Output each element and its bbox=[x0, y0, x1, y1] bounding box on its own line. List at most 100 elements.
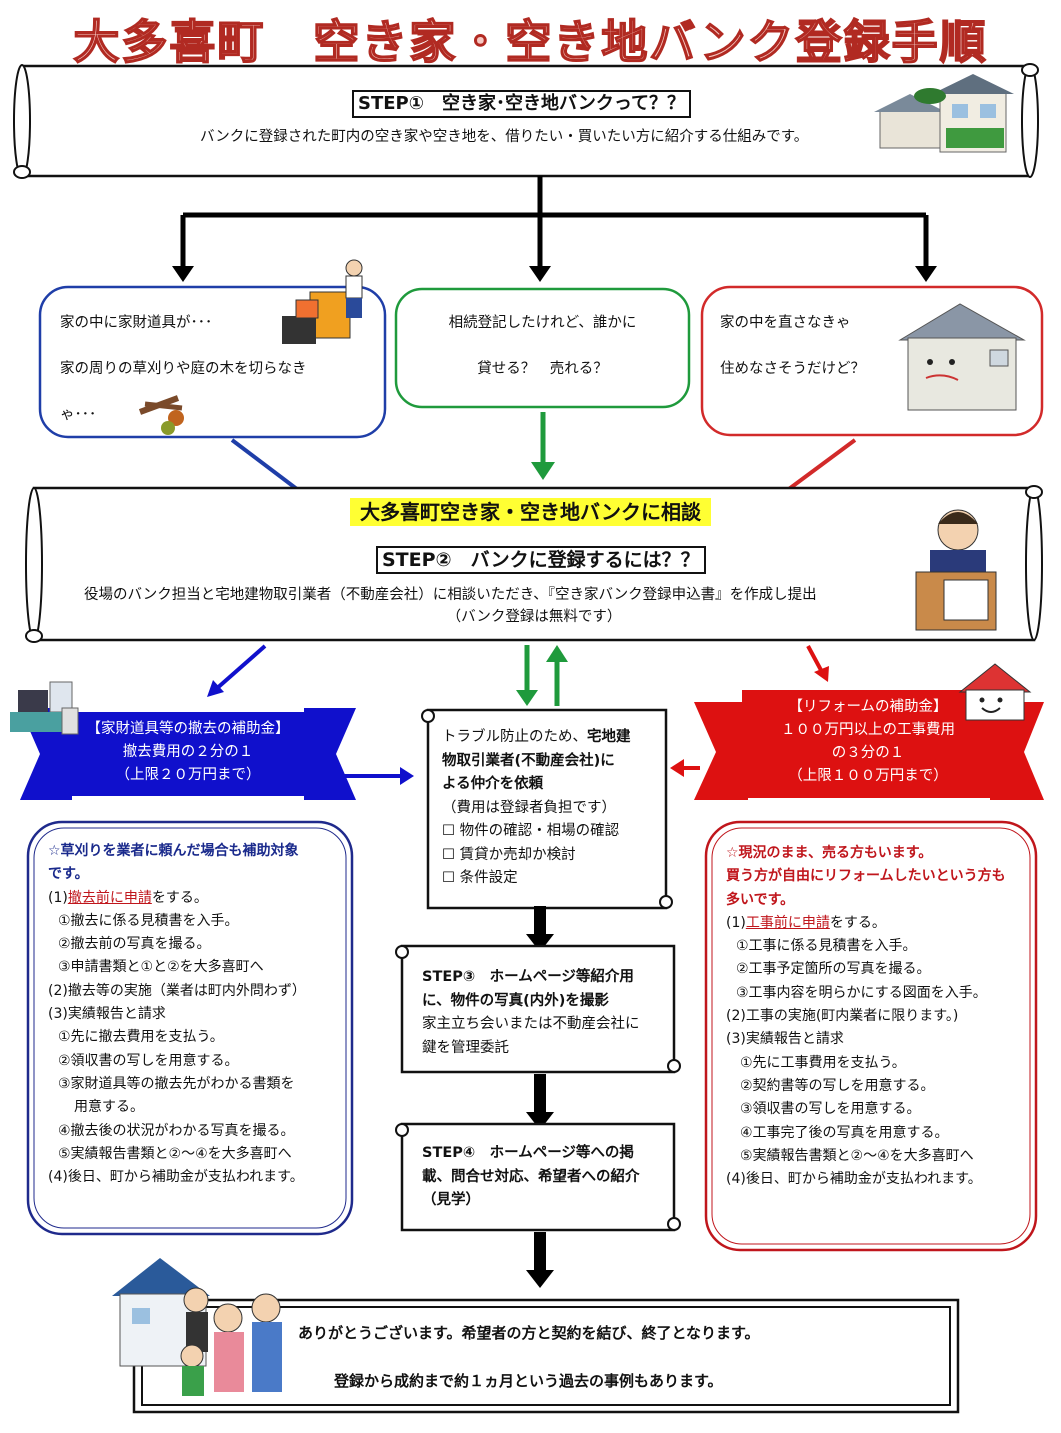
concern-2-line-2: 貸せる？ 売れる？ bbox=[477, 361, 608, 377]
left-item-4: (2)撤去等の実施（業者は町内外問わず） bbox=[48, 982, 306, 999]
step3-line-4: 鍵を管理委託 bbox=[422, 1039, 509, 1056]
right-item-6: ①先に工事費用を支払う。 bbox=[740, 1054, 906, 1071]
right-item-4: (2)工事の実施(町内業者に限ります。) bbox=[726, 1008, 959, 1025]
left-subsidy-title: 【家財道具等の撤去の補助金】 bbox=[86, 721, 290, 737]
right-detail-text: ☆現況のまま、売る方もいます。 買う方が自由にリフォームしたいという方も 多いで… bbox=[726, 842, 1006, 1191]
step4-line-1: STEP④ ホームページ等への掲 bbox=[422, 1145, 634, 1161]
checkbox-icon: ☐ bbox=[442, 823, 455, 839]
right-item-7: ②契約書等の写しを用意する。 bbox=[740, 1077, 935, 1094]
step1-text: バンクに登録された町内の空き家や空き地を、借りたい・買いたい方に紹介する仕組みで… bbox=[200, 129, 809, 145]
right-p1-underlined: 工事前に申請 bbox=[745, 914, 830, 931]
left-p1-post: をする。 bbox=[151, 889, 208, 906]
arrow-to-right-subsidy bbox=[806, 645, 824, 673]
step3-line-1: STEP③ ホームページ等紹介用 bbox=[422, 969, 634, 985]
right-detail-box bbox=[704, 820, 1038, 1252]
left-subsidy-line-2: （上限２０万円まで） bbox=[115, 767, 261, 783]
appliances-illustration bbox=[10, 681, 79, 735]
right-subsidy-title: 【リフォームの補助金】 bbox=[788, 699, 948, 715]
right-item-8: ③領収書の写しを用意する。 bbox=[740, 1101, 921, 1118]
middle-line-3: よる仲介を依頼 bbox=[442, 776, 544, 792]
left-item-10: ④撤去後の状況がわかる写真を撮る。 bbox=[58, 1122, 295, 1139]
right-item-1: ①工事に係る見積書を入手。 bbox=[736, 938, 917, 955]
final-line-1: ありがとうございます。希望者の方と契約を結び、終了となります。 bbox=[298, 1324, 760, 1342]
right-note-3: 多いです。 bbox=[726, 891, 795, 908]
concern-box-2 bbox=[394, 287, 691, 409]
right-item-9: ④工事完了後の写真を用意する。 bbox=[740, 1124, 949, 1141]
middle-line-1b: 宅地建 bbox=[587, 729, 631, 745]
concern-1-line-3: ゃ･･･ bbox=[60, 407, 97, 423]
right-subsidy-banner bbox=[694, 690, 1044, 800]
concern-1-line-2: 家の周りの草刈りや庭の木を切らなき bbox=[60, 361, 307, 377]
right-item-2: ②工事予定箇所の写真を撮る。 bbox=[736, 961, 931, 978]
left-note-1: ☆草刈りを業者に頼んだ場合も補助対象 bbox=[48, 843, 299, 859]
middle-line-4: （費用は登録者負担です） bbox=[442, 799, 616, 816]
final-line-2: 登録から成約まで約１ヵ月という過去の事例もあります。 bbox=[334, 1372, 723, 1390]
left-detail-text: ☆草刈りを業者に頼んだ場合も補助対象 です。 (1)撤去前に申請をする。 ①撤去… bbox=[48, 840, 306, 1189]
concern-3-line-1: 家の中を直さなきゃ bbox=[720, 315, 851, 331]
middle-box-text: トラブル防止のため、宅地建 物取引業者(不動産会社)に よる仲介を依頼 （費用は… bbox=[442, 726, 631, 891]
right-p1-post: をする。 bbox=[829, 914, 886, 931]
right-p1-pre: (1) bbox=[726, 914, 746, 931]
step4-line-2: 載、問合せ対応、希望者への紹介 bbox=[422, 1168, 640, 1185]
step2-heading: STEP② バンクに登録するには？？ bbox=[376, 546, 706, 574]
step-arrows bbox=[526, 906, 554, 1288]
branch-arrows bbox=[180, 176, 929, 270]
left-item-8: ③家財道具等の撤去先がわかる書類を bbox=[58, 1075, 295, 1092]
right-item-10: ⑤実績報告書類と②～④を大多喜町へ bbox=[740, 1147, 974, 1164]
concern-1-line-1: 家の中に家財道具が･･･ bbox=[60, 315, 213, 331]
left-item-12: (4)後日、町から補助金が支払われます。 bbox=[48, 1169, 304, 1186]
left-item-3: ③申請書類と①と②を大多喜町へ bbox=[58, 959, 264, 976]
step3-text: STEP③ ホームページ等紹介用 に、物件の写真(内外)を撮影 家主立ち会いまた… bbox=[422, 966, 640, 1060]
right-item-5: (3)実績報告と請求 bbox=[726, 1031, 844, 1048]
left-item-1: ①撤去に係る見積書を入手。 bbox=[58, 912, 239, 929]
step4-scroll bbox=[395, 1122, 681, 1232]
middle-scroll-box bbox=[421, 708, 673, 910]
step1-scroll bbox=[13, 63, 1039, 179]
step3-scroll bbox=[395, 944, 681, 1074]
left-subsidy-text: 【家財道具等の撤去の補助金】 撤去費用の２分の１ （上限２０万円まで） bbox=[70, 718, 306, 787]
step2-line-2: （バンク登録は無料です） bbox=[446, 609, 622, 625]
right-subsidy-line-1: １００万円以上の工事費用 bbox=[781, 722, 955, 738]
branches-illustration bbox=[138, 395, 184, 435]
left-item-9: 用意する。 bbox=[74, 1099, 144, 1116]
concern-3-line-2: 住めなさそうだけど？ bbox=[720, 361, 865, 377]
step3-line-2: に、物件の写真(内外)を撮影 bbox=[422, 992, 609, 1009]
clerk-illustration bbox=[915, 509, 997, 631]
step4-text: STEP④ ホームページ等への掲 載、問合せ対応、希望者への紹介 （見学） bbox=[422, 1142, 640, 1213]
checkbox-icon: ☐ bbox=[442, 846, 455, 863]
old-house-illustration bbox=[898, 303, 1026, 411]
furniture-illustration bbox=[282, 259, 363, 344]
right-subsidy-text: 【リフォームの補助金】 １００万円以上の工事費用 の３分の１ （上限１００万円ま… bbox=[742, 696, 994, 788]
concern-2-line-1: 相続登記したけれど、誰かに bbox=[448, 315, 637, 331]
left-subsidy-line-1: 撤去費用の２分の１ bbox=[122, 744, 254, 760]
middle-line-2: 物取引業者(不動産会社)に bbox=[442, 752, 615, 769]
left-item-2: ②撤去前の写真を撮る。 bbox=[58, 936, 211, 953]
left-item-5: (3)実績報告と請求 bbox=[48, 1006, 166, 1023]
left-p1-underlined: 撤去前に申請 bbox=[67, 889, 152, 906]
family-illustration bbox=[112, 1258, 282, 1396]
step1-heading: STEP① 空き家･空き地バンクって？？ bbox=[352, 90, 691, 118]
checkbox-icon: ☐ bbox=[442, 870, 455, 886]
right-item-3: ③工事内容を明らかにする図面を入手。 bbox=[736, 984, 987, 1001]
branch-arrowheads bbox=[172, 266, 937, 282]
house-illustration bbox=[874, 74, 1014, 153]
right-subsidy-line-3: （上限１００万円まで） bbox=[788, 768, 948, 784]
middle-check-1: 物件の確認・相場の確認 bbox=[459, 823, 620, 839]
middle-check-3: 条件設定 bbox=[459, 870, 518, 886]
left-item-11: ⑤実績報告書類と②～④を大多喜町へ bbox=[58, 1145, 292, 1162]
right-note-2: 買う方が自由にリフォームしたいという方も bbox=[726, 868, 1006, 885]
left-item-7: ②領収書の写しを用意する。 bbox=[58, 1052, 239, 1069]
left-detail-box bbox=[26, 820, 354, 1236]
right-subsidy-line-2: の３分の１ bbox=[831, 745, 905, 761]
step4-line-3: （見学） bbox=[422, 1192, 480, 1208]
middle-check-2: 賃貸か売却か検討 bbox=[459, 846, 576, 863]
left-note-2: です。 bbox=[48, 866, 89, 883]
step2-line-1: 役場のバンク担当と宅地建物取引業者（不動産会社）に相談いただき、『空き家バンク登… bbox=[84, 587, 817, 603]
left-p1-pre: (1) bbox=[48, 889, 68, 906]
right-note-1: ☆現況のまま、売る方もいます。 bbox=[726, 845, 933, 861]
step2-highlight: 大多喜町空き家・空き地バンクに相談 bbox=[350, 498, 711, 526]
arrow-to-left-subsidy bbox=[213, 644, 267, 692]
middle-line-1a: トラブル防止のため、 bbox=[442, 729, 587, 745]
smiling-house-illustration bbox=[958, 663, 1032, 721]
page-title: 大多喜町 空き家・空き地バンク登録手順 bbox=[73, 14, 988, 70]
